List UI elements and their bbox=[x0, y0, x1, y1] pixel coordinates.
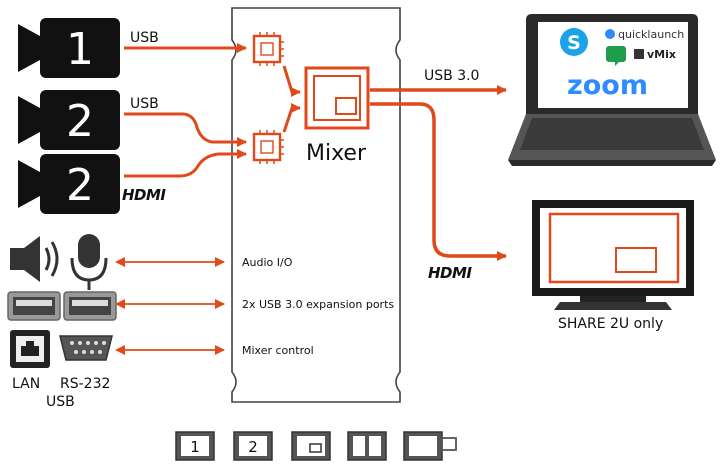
hangouts-icon bbox=[606, 46, 626, 66]
quicklaunch-logo: quicklaunch bbox=[605, 28, 684, 41]
svg-text:S: S bbox=[567, 32, 581, 54]
camera-icon bbox=[18, 160, 40, 208]
hdmi-input-line bbox=[124, 149, 247, 178]
layout-button-1[interactable]: 1 bbox=[175, 431, 215, 461]
usb-expansion-label: 2x USB 3.0 expansion ports bbox=[242, 298, 394, 311]
layout-button-2[interactable]: 2 bbox=[233, 431, 273, 461]
zoom-logo: zoom bbox=[567, 70, 648, 101]
rs232-label: RS-232 bbox=[60, 376, 110, 392]
layout-button-pip[interactable] bbox=[291, 431, 331, 461]
usb-port-icon-1 bbox=[7, 291, 61, 321]
camera-number: 2 bbox=[66, 96, 94, 147]
svg-text:quicklaunch: quicklaunch bbox=[618, 28, 684, 41]
camera-2-interface-label: USB bbox=[130, 96, 159, 112]
hdmi-output-line bbox=[370, 102, 507, 261]
camera-number: 1 bbox=[66, 24, 94, 75]
layout-button-number: 1 bbox=[190, 438, 200, 456]
layout-button-pip-right[interactable] bbox=[403, 431, 457, 461]
skype-logo: S bbox=[560, 28, 588, 56]
mixer-control-label: Mixer control bbox=[242, 344, 314, 357]
usb-input-line-2 bbox=[124, 112, 247, 147]
input-connectors bbox=[124, 43, 247, 178]
layout-button-side-by-side[interactable] bbox=[347, 431, 387, 461]
audio-io-label: Audio I/O bbox=[242, 256, 293, 269]
mixer-block bbox=[304, 66, 370, 130]
layout-button-number: 2 bbox=[248, 438, 258, 456]
camera-2-usb: 2 bbox=[18, 90, 120, 150]
tv-display bbox=[532, 200, 694, 310]
camera-icon bbox=[18, 24, 40, 72]
screen-caption: SHARE 2U only bbox=[558, 316, 663, 332]
microphone-icon bbox=[70, 234, 108, 290]
rs232-port-icon bbox=[59, 335, 113, 361]
port-connectors bbox=[115, 257, 225, 355]
camera-1: 1 bbox=[18, 18, 120, 78]
lan-label: LAN bbox=[12, 376, 40, 392]
speaker-icon bbox=[10, 236, 59, 282]
camera-icon bbox=[18, 96, 40, 144]
usb3-output-label: USB 3.0 bbox=[424, 68, 479, 84]
output-connectors bbox=[370, 85, 507, 261]
mixer-label: Mixer bbox=[306, 141, 367, 166]
usb-chip-1 bbox=[252, 32, 284, 66]
camera-2-hdmi: 2 bbox=[18, 154, 120, 214]
usb-label: USB bbox=[46, 394, 75, 410]
usb-port-icon-2 bbox=[63, 291, 117, 321]
chip-to-mixer-lines bbox=[282, 65, 301, 133]
lan-port-icon bbox=[10, 330, 50, 368]
svg-text:vMix: vMix bbox=[647, 48, 676, 61]
hdmi-output-logo: HDMI bbox=[428, 264, 472, 282]
camera-number: 2 bbox=[66, 160, 94, 211]
usb-chip-2 bbox=[252, 130, 284, 164]
vmix-logo: vMix bbox=[634, 48, 676, 61]
camera-1-interface-label: USB bbox=[130, 30, 159, 46]
hdmi-logo: HDMI bbox=[122, 186, 166, 204]
